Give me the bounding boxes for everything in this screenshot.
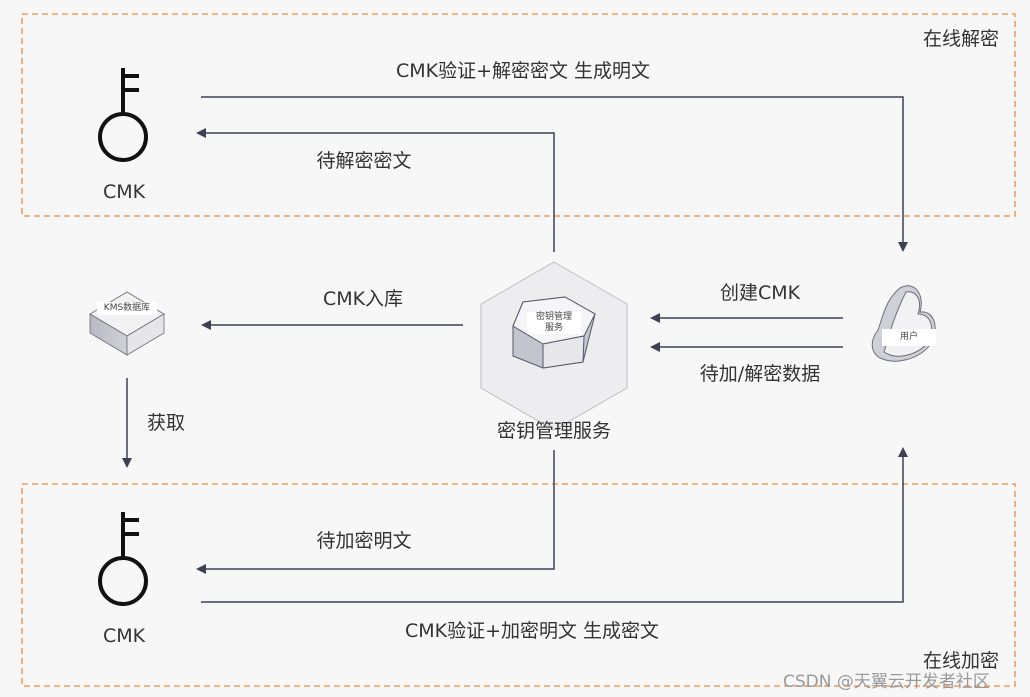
kms-db-label: KMS数据库 xyxy=(97,302,157,315)
fetch-label: 获取 xyxy=(147,412,186,434)
kms-service-label: 密钥管理服务 xyxy=(496,420,612,442)
data-to-process-label: 待加/解密数据 xyxy=(699,363,821,385)
decrypt-zone xyxy=(21,13,1016,217)
cmk-store-label: CMK入库 xyxy=(322,288,404,310)
kms-service-inner-line2: 服务 xyxy=(544,322,563,333)
watermark: CSDN @天翼云开发者社区 xyxy=(783,672,990,692)
to-decrypt-ciphertext-arrow xyxy=(196,128,555,252)
key-icon xyxy=(98,512,148,606)
user-label: 用户 xyxy=(882,329,936,346)
key-icon xyxy=(98,68,148,162)
hexagon-icon xyxy=(480,261,628,431)
cmk-top-label: CMK xyxy=(102,181,146,203)
to-encrypt-plaintext-label: 待加密明文 xyxy=(316,530,412,552)
verify-decrypt-arrow xyxy=(201,96,908,252)
verify-encrypt-label: CMK验证+加密明文 生成密文 xyxy=(404,620,660,642)
create-cmk-label: 创建CMK xyxy=(719,282,801,304)
user-icon xyxy=(871,285,936,362)
verify-decrypt-label: CMK验证+解密密文 生成明文 xyxy=(395,60,651,82)
encrypt-zone-title: 在线加密 xyxy=(923,650,1000,672)
to-decrypt-ciphertext-label: 待解密密文 xyxy=(316,150,412,172)
kms-service-inner-label: 密钥管理 服务 xyxy=(527,312,581,334)
cmk-bottom-label: CMK xyxy=(102,625,146,647)
decrypt-zone-title: 在线解密 xyxy=(923,28,1000,50)
to-encrypt-plaintext-arrow xyxy=(196,450,555,574)
kms-service-inner-line1: 密钥管理 xyxy=(535,312,572,322)
verify-encrypt-arrow xyxy=(201,447,908,603)
encrypt-zone xyxy=(21,483,1016,687)
